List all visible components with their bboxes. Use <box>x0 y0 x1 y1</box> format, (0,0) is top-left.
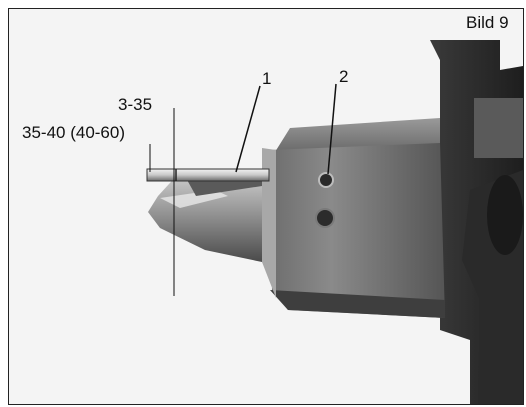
screw-hole-lower <box>315 208 335 228</box>
gauge-bar <box>146 168 270 182</box>
main-block-front-edge <box>262 148 276 298</box>
tool-tip-highlight <box>160 190 228 208</box>
main-block-shadow <box>270 290 445 318</box>
figure-caption: Bild 9 <box>466 13 509 32</box>
leader-line-1 <box>235 85 261 173</box>
tool-tip <box>148 172 262 262</box>
callout-label-1: 1 <box>262 69 272 88</box>
main-block <box>270 143 445 318</box>
dimension-label-3-35: 3-35 <box>118 95 153 114</box>
main-block-top <box>275 118 440 152</box>
screw-hole-2 <box>318 172 334 188</box>
dimension-label-35-40: 35-40 (40-60) <box>22 123 126 142</box>
leader-line-2 <box>327 83 337 175</box>
callout-label-2: 2 <box>339 67 349 86</box>
machine-knob <box>487 175 523 255</box>
machine-top-plate <box>474 98 523 158</box>
